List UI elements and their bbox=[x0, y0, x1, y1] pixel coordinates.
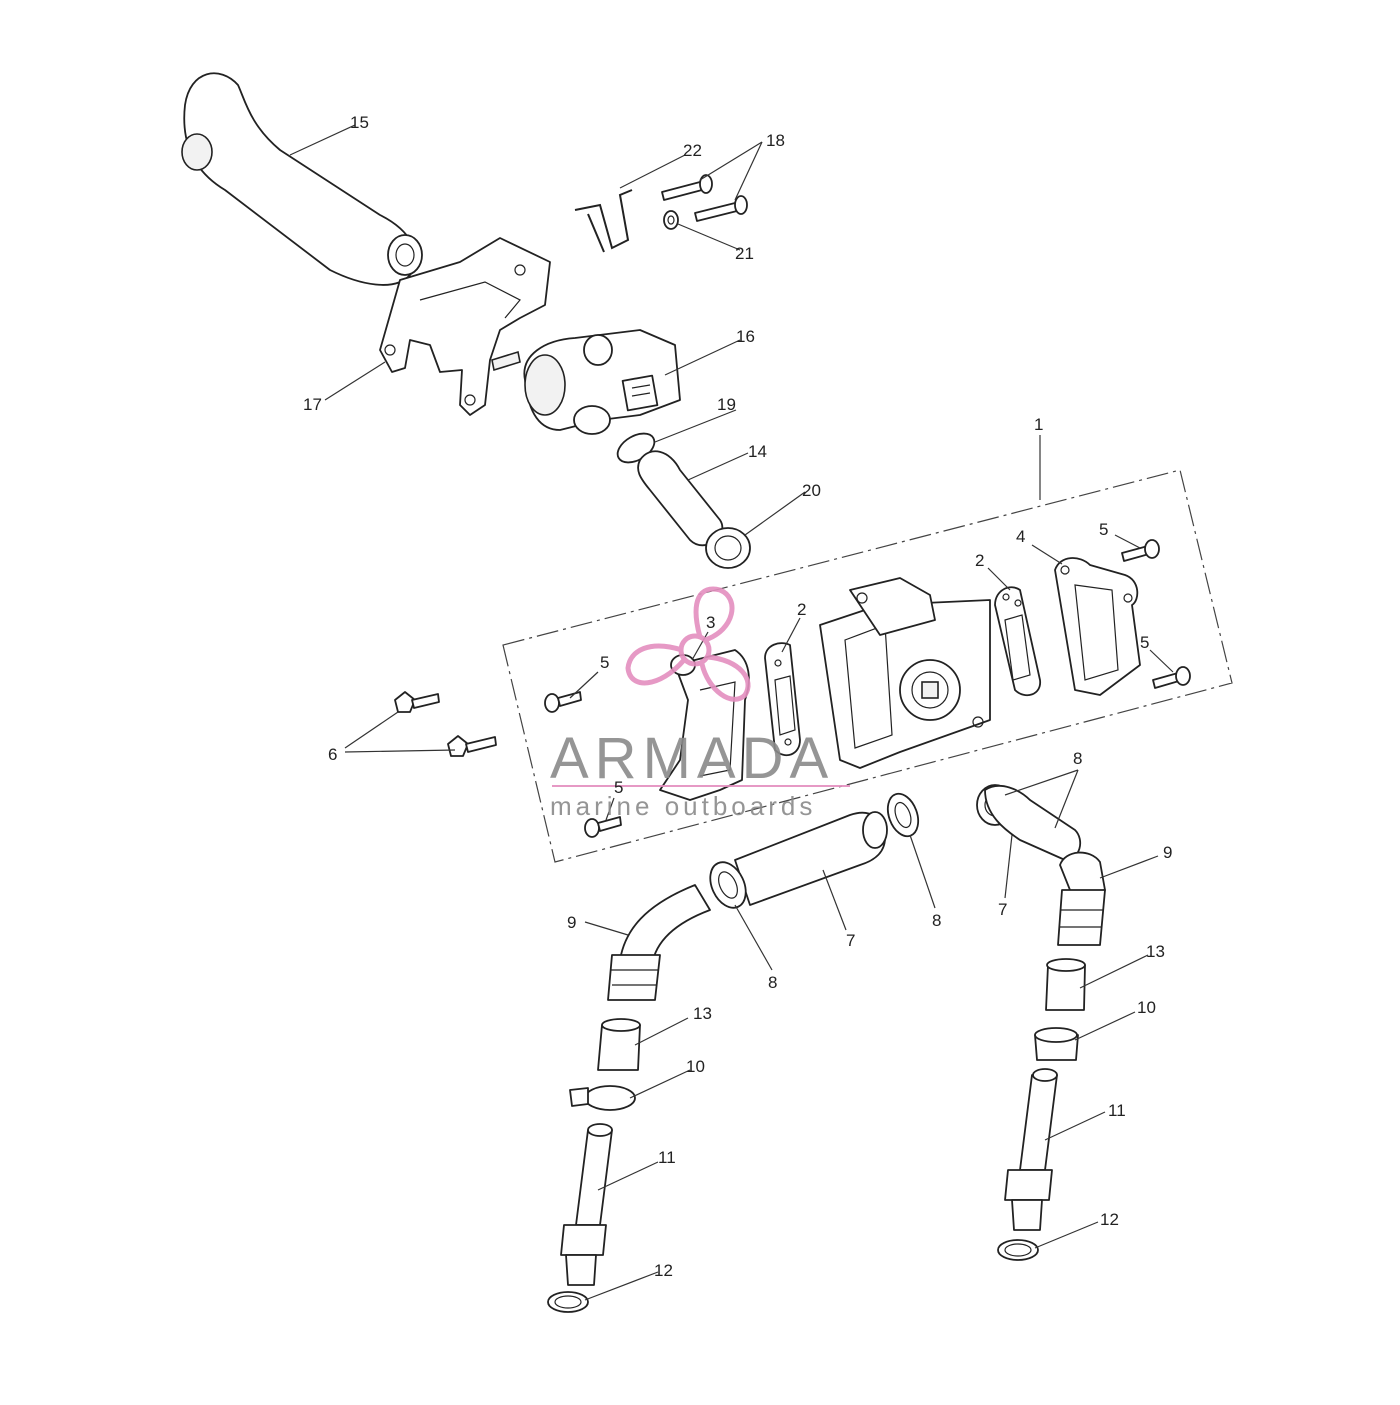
callout-15: 15 bbox=[350, 113, 369, 132]
callout-11a: 11 bbox=[658, 1148, 676, 1167]
part-4-plate bbox=[1054, 557, 1141, 696]
part-12-orings bbox=[547, 1239, 1039, 1313]
part-5-screws bbox=[544, 539, 1191, 838]
callout-5c: 5 bbox=[1140, 633, 1149, 652]
callout-19: 19 bbox=[717, 395, 736, 414]
part-16-valve bbox=[523, 329, 681, 435]
callout-6: 6 bbox=[328, 745, 337, 764]
leader-lines bbox=[289, 124, 1174, 1301]
part-2-gasket-right bbox=[994, 586, 1041, 697]
part-9-elbow-right bbox=[1057, 851, 1106, 946]
callout-16: 16 bbox=[736, 327, 755, 346]
callout-7b: 7 bbox=[998, 900, 1007, 919]
callout-12b: 12 bbox=[1100, 1210, 1119, 1229]
callout-5a: 5 bbox=[600, 653, 609, 672]
callout-10a: 10 bbox=[686, 1057, 705, 1076]
callout-11b: 11 bbox=[1108, 1101, 1126, 1120]
callout-22: 22 bbox=[683, 141, 702, 160]
part-10-clamps bbox=[569, 1027, 1079, 1111]
callout-12a: 12 bbox=[654, 1261, 673, 1280]
watermark-brand: ARMADA bbox=[550, 726, 834, 791]
callout-labels: 1 2 2 3 4 5 5 5 5 6 7 7 8 8 8 9 9 10 10 … bbox=[303, 113, 1172, 1280]
reed-valve-housing bbox=[819, 577, 991, 769]
callout-21: 21 bbox=[735, 244, 754, 263]
part-9-elbow-left bbox=[607, 884, 711, 1001]
part-6-bolts bbox=[394, 691, 497, 757]
callout-18: 18 bbox=[766, 131, 785, 150]
callout-8a: 8 bbox=[932, 911, 941, 930]
callout-13a: 13 bbox=[693, 1004, 712, 1023]
part-2-gasket-left bbox=[764, 642, 801, 757]
part-17-bracket bbox=[379, 237, 551, 416]
callout-2b: 2 bbox=[975, 551, 984, 570]
part-11-pipes bbox=[560, 1068, 1058, 1286]
part-7-hose-right bbox=[984, 785, 1082, 861]
part-21-washer bbox=[663, 210, 679, 230]
assembly-1-boundary bbox=[502, 469, 1233, 863]
callout-20: 20 bbox=[802, 481, 821, 500]
callout-8b: 8 bbox=[768, 973, 777, 992]
callout-14: 14 bbox=[748, 442, 767, 461]
callout-17: 17 bbox=[303, 395, 322, 414]
callout-3: 3 bbox=[706, 613, 715, 632]
armada-watermark: ARMADA marine outboards bbox=[550, 586, 850, 821]
part-18-bolts bbox=[661, 174, 748, 222]
part-22-clip bbox=[574, 189, 633, 253]
callout-8c: 8 bbox=[1073, 749, 1082, 768]
part-7-hose-left bbox=[734, 811, 888, 906]
callout-4: 4 bbox=[1016, 527, 1025, 546]
callout-10b: 10 bbox=[1137, 998, 1156, 1017]
callout-9b: 9 bbox=[1163, 843, 1172, 862]
part-20-clamp bbox=[705, 527, 751, 569]
watermark-tagline: marine outboards bbox=[550, 791, 816, 821]
callout-5d: 5 bbox=[614, 778, 623, 797]
callout-13b: 13 bbox=[1146, 942, 1165, 961]
callout-5b: 5 bbox=[1099, 520, 1108, 539]
callout-9a: 9 bbox=[567, 913, 576, 932]
part-14-hose bbox=[637, 450, 723, 547]
propeller-logo bbox=[625, 586, 751, 702]
part-13-sleeves bbox=[597, 958, 1086, 1071]
callout-1: 1 bbox=[1034, 415, 1043, 434]
part-15-hose bbox=[181, 72, 423, 286]
callout-2a: 2 bbox=[797, 600, 806, 619]
callout-7a: 7 bbox=[846, 931, 855, 950]
